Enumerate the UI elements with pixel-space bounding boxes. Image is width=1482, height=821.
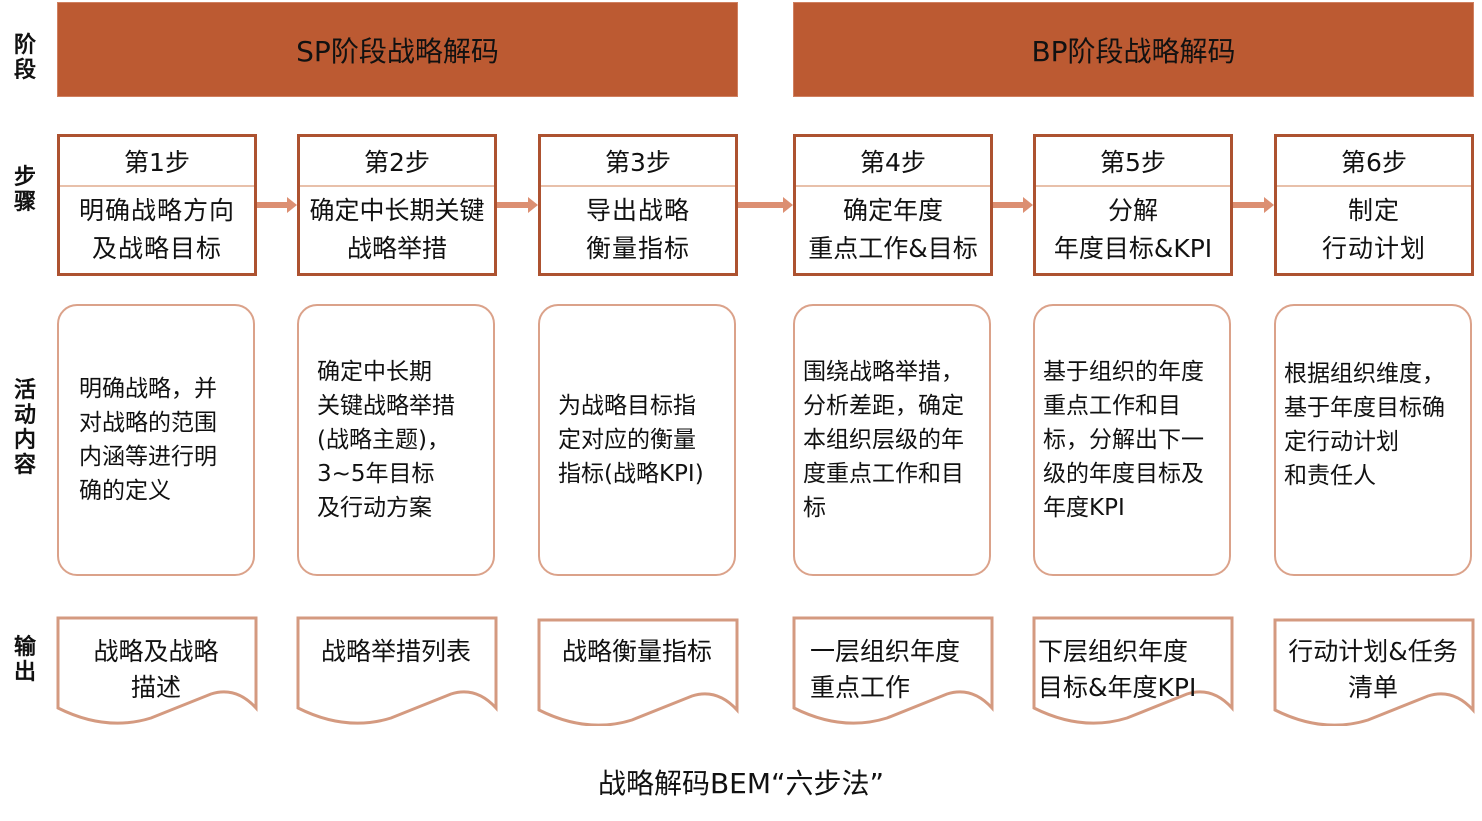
- arrow-right-icon: [738, 197, 793, 213]
- output-3: 战略衡量指标: [537, 616, 739, 726]
- step-6-desc: 制定 行动计划: [1277, 187, 1471, 273]
- step-4-desc: 确定年度 重点工作&目标: [796, 187, 990, 273]
- document-shape-icon: [792, 616, 994, 725]
- phase-bp-label: BP阶段战略解码: [1031, 34, 1236, 68]
- step-2-line2: 战略举措: [346, 234, 447, 263]
- phase-sp: SP阶段战略解码: [57, 2, 738, 97]
- step-2: 第2步 确定中长期关键 战略举措: [297, 134, 497, 276]
- output-2: 战略举措列表: [296, 616, 498, 726]
- step-3: 第3步 导出战略 衡量指标: [538, 134, 738, 276]
- row-label-activities-text: 活 动 内 容: [13, 377, 36, 478]
- document-shape-icon: [56, 616, 258, 725]
- output-4-text: 一层组织年度 重点工作: [810, 637, 961, 702]
- step-2-desc: 确定中长期关键 战略举措: [300, 187, 494, 273]
- step-3-title: 第3步: [541, 137, 735, 187]
- step-5-line2: 年度目标&KPI: [1053, 234, 1213, 263]
- step-6-title: 第6步: [1277, 137, 1471, 187]
- output-1: 战略及战略 描述: [56, 616, 258, 726]
- arrow-right-icon: [497, 197, 538, 213]
- step-1-line1: 明确战略方向: [78, 196, 235, 225]
- output-6: 行动计划&任务 清单: [1273, 616, 1475, 726]
- step-5-desc: 分解 年度目标&KPI: [1036, 187, 1230, 273]
- phase-sp-label: SP阶段战略解码: [296, 34, 499, 68]
- step-3-desc: 导出战略 衡量指标: [541, 187, 735, 273]
- document-shape-icon: [1032, 616, 1234, 725]
- step-4: 第4步 确定年度 重点工作&目标: [793, 134, 993, 276]
- step-1-line2: 及战略目标: [91, 234, 222, 263]
- step-2-title: 第2步: [300, 137, 494, 187]
- activity-4-text: 围绕战略举措， 分析差距，确定 本组织层级的年 度重点工作和目 标: [803, 359, 964, 521]
- row-label-outputs-text: 输 出: [13, 634, 36, 685]
- document-shape-icon: [1273, 618, 1475, 726]
- step-1: 第1步 明确战略方向 及战略目标: [57, 134, 257, 276]
- output-5: 下层组织年度 目标&年度KPI: [1032, 616, 1234, 726]
- output-1-text: 战略及战略 描述: [93, 637, 219, 702]
- step-1-desc: 明确战略方向 及战略目标: [60, 187, 254, 273]
- activity-5: 基于组织的年度 重点工作和目 标，分解出下一 级的年度目标及 年度KPI: [1033, 304, 1231, 576]
- activity-3: 为战略目标指 定对应的衡量 指标(战略KPI): [538, 304, 736, 576]
- step-5-title: 第5步: [1036, 137, 1230, 187]
- activity-1-text: 明确战略，并 对战略的范围 内涵等进行明 确的定义: [79, 376, 217, 504]
- row-label-phase-text: 阶 段: [13, 32, 36, 83]
- output-2-text: 战略举措列表: [320, 637, 471, 666]
- activity-5-text: 基于组织的年度 重点工作和目 标，分解出下一 级的年度目标及 年度KPI: [1043, 359, 1204, 521]
- phase-bp: BP阶段战略解码: [793, 2, 1474, 97]
- diagram-caption: 战略解码BEM“六步法”: [597, 767, 885, 800]
- output-4: 一层组织年度 重点工作: [792, 616, 994, 726]
- step-6: 第6步 制定 行动计划: [1274, 134, 1474, 276]
- step-4-line1: 确定年度: [842, 196, 943, 225]
- activity-6-text: 根据组织维度， 基于年度目标确 定行动计划 和责任人: [1284, 361, 1445, 489]
- step-1-title: 第1步: [60, 137, 254, 187]
- step-4-line2: 重点工作&目标: [808, 234, 978, 263]
- step-6-line1: 制定: [1347, 196, 1400, 225]
- activity-2-text: 确定中长期 关键战略举措 (战略主题)， 3~5年目标 及行动方案: [317, 359, 455, 521]
- output-3-text: 战略衡量指标: [561, 637, 712, 666]
- arrow-right-icon: [257, 197, 297, 213]
- output-5-text: 下层组织年度 目标&年度KPI: [1038, 637, 1197, 702]
- arrow-right-icon: [993, 197, 1033, 213]
- arrow-right-icon: [1233, 197, 1274, 213]
- row-label-steps-text: 步 骤: [13, 164, 36, 215]
- activity-2: 确定中长期 关键战略举措 (战略主题)， 3~5年目标 及行动方案: [297, 304, 495, 576]
- step-3-line1: 导出战略: [585, 196, 690, 225]
- step-6-line2: 行动计划: [1321, 234, 1426, 263]
- output-6-text: 行动计划&任务 清单: [1288, 637, 1458, 702]
- document-shape-icon: [537, 618, 739, 726]
- row-label-activities: 活 动 内 容: [8, 378, 42, 478]
- activity-4: 围绕战略举措， 分析差距，确定 本组织层级的年 度重点工作和目 标: [793, 304, 991, 576]
- activity-3-text: 为战略目标指 定对应的衡量 指标(战略KPI): [558, 393, 704, 487]
- activity-6: 根据组织维度， 基于年度目标确 定行动计划 和责任人: [1274, 304, 1472, 576]
- step-4-title: 第4步: [796, 137, 990, 187]
- step-2-line1: 确定中长期关键: [309, 196, 485, 225]
- row-label-phase: 阶 段: [8, 33, 42, 83]
- step-5-line1: 分解: [1107, 196, 1158, 225]
- step-3-line2: 衡量指标: [585, 234, 690, 263]
- step-5: 第5步 分解 年度目标&KPI: [1033, 134, 1233, 276]
- document-shape-icon: [296, 616, 498, 725]
- activity-1: 明确战略，并 对战略的范围 内涵等进行明 确的定义: [57, 304, 255, 576]
- row-label-steps: 步 骤: [8, 165, 42, 215]
- row-label-outputs: 输 出: [8, 635, 42, 685]
